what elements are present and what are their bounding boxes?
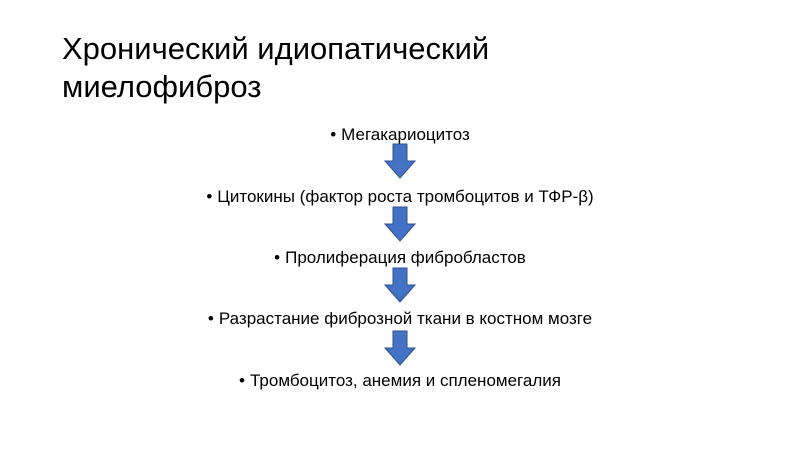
title-line-2: миелофиброз (62, 69, 262, 104)
step-label: Мегакариоцитоз (341, 125, 470, 144)
bullet: • (239, 371, 245, 390)
step-label: Пролиферация фибробластов (285, 248, 526, 267)
down-arrow-icon (384, 267, 416, 303)
step-fibroblast-proliferation: •Пролиферация фибробластов (0, 247, 800, 269)
down-arrow-icon (384, 330, 416, 366)
title-line-1: Хронический идиопатический (62, 31, 490, 66)
step-label: Разрастание фиброзной ткани в костном мо… (218, 309, 593, 328)
step-cytokines: •Цитокины (фактор роста тромбоцитов и ТФ… (0, 186, 800, 208)
down-arrow-icon (384, 206, 416, 242)
step-megakaryocytosis: •Мегакариоцитоз (0, 124, 800, 146)
bullet: • (274, 248, 281, 267)
bullet: • (207, 309, 214, 328)
down-arrow-icon (384, 143, 416, 179)
step-outcomes: •Тромбоцитоз, анемия и спленомегалия (0, 370, 800, 392)
bullet: • (206, 187, 213, 206)
slide-title: Хронический идиопатический миелофиброз (62, 30, 702, 106)
step-label: Тромбоцитоз, анемия и спленомегалия (249, 371, 561, 390)
bullet: • (330, 125, 337, 144)
step-label: Цитокины (фактор роста тромбоцитов и ТФР… (217, 187, 594, 206)
step-fibrous-tissue-growth: •Разрастание фиброзной ткани в костном м… (0, 308, 800, 330)
